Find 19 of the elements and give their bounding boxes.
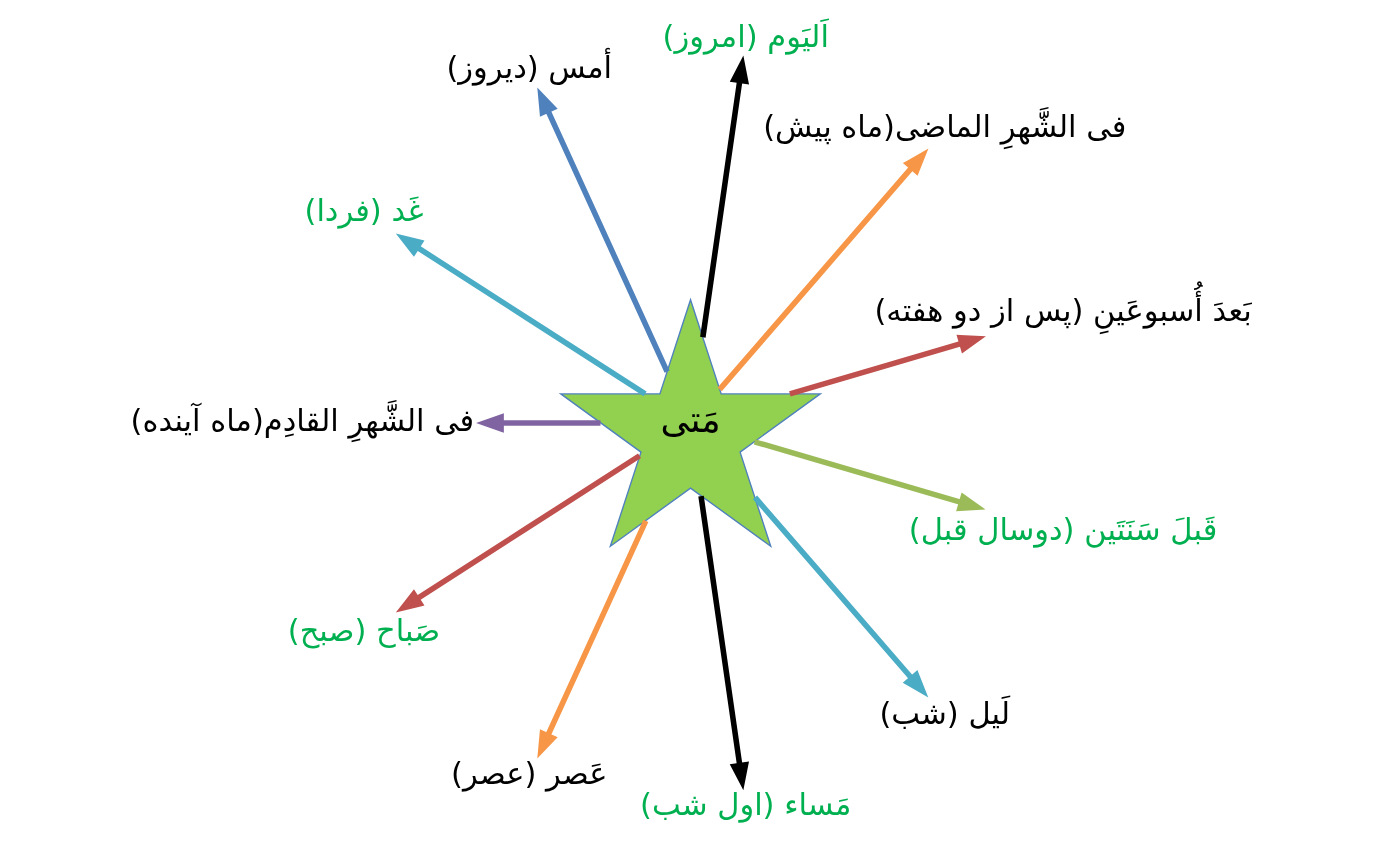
arrow bbox=[476, 413, 601, 433]
arrow bbox=[537, 519, 649, 759]
node-text: اَلیَوم (امروز) bbox=[662, 18, 829, 54]
node-text: مَساء (اول شب) bbox=[640, 787, 852, 823]
arrow bbox=[700, 55, 750, 338]
arrow bbox=[752, 495, 929, 698]
node-text: صَباح (صبح) bbox=[287, 612, 441, 648]
arrow bbox=[395, 453, 641, 613]
arrow bbox=[789, 334, 986, 397]
arrow bbox=[698, 495, 750, 791]
arrow bbox=[395, 233, 647, 397]
node-text: قَبلَ سَنَتَین (دوسال قبل) bbox=[908, 512, 1218, 548]
node-text: لَیل (شب) bbox=[879, 696, 1011, 732]
node-text: عَصر (عصر) bbox=[451, 755, 608, 791]
node-text: غَد (فردا) bbox=[304, 192, 424, 228]
arrow bbox=[717, 148, 929, 392]
arrow bbox=[537, 87, 670, 373]
arrow bbox=[753, 439, 986, 512]
node-text: أمس (دیروز) bbox=[446, 49, 613, 85]
